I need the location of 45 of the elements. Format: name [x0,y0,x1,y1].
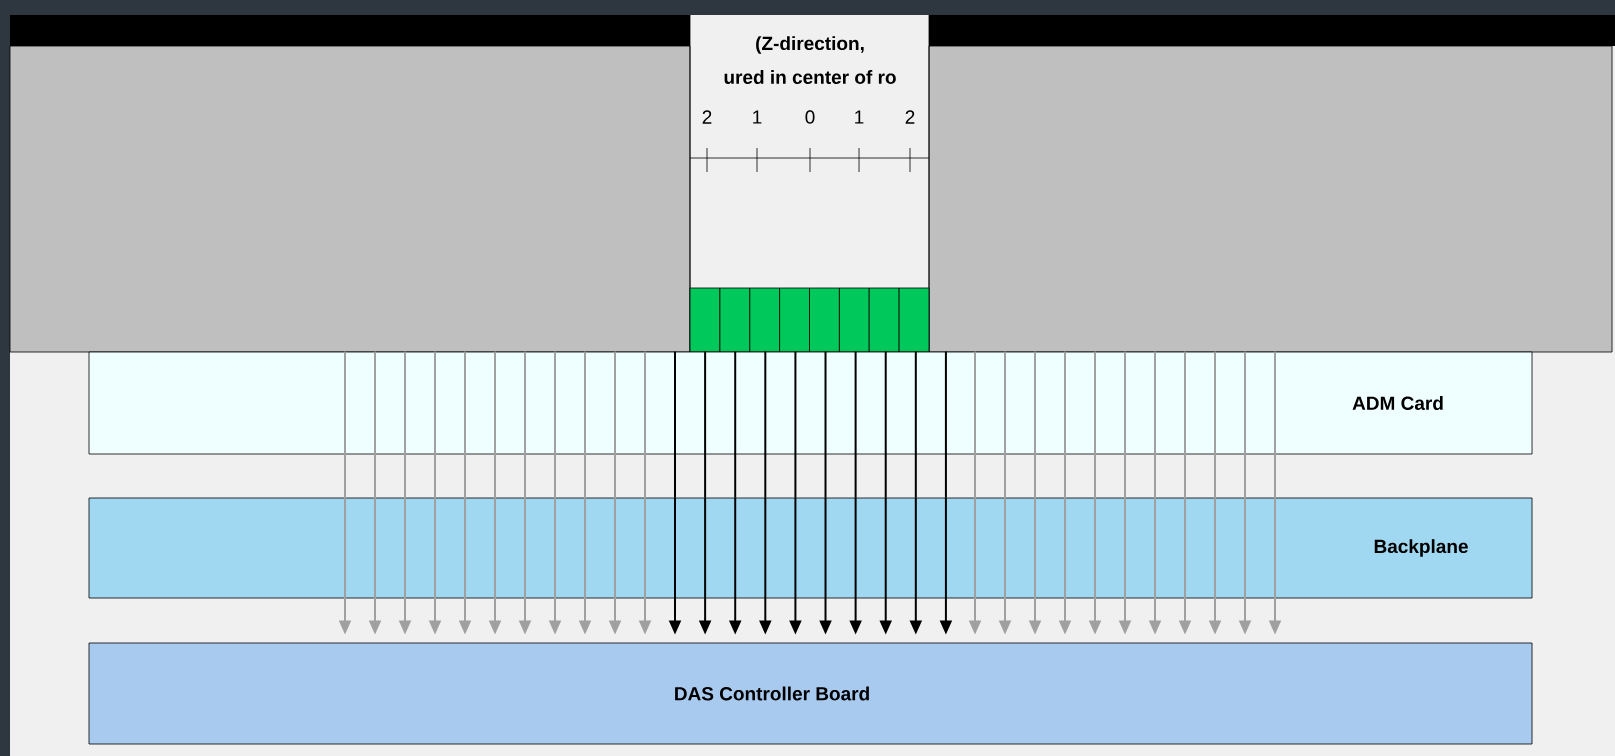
line [494,350,496,499]
line [824,350,827,499]
line [644,350,646,499]
line [344,350,346,499]
scale-number: 1 [753,110,762,124]
band-label: Backplane [1374,539,1468,557]
backplane-band [88,497,1533,599]
heading-text: ured in center of ro [724,70,896,84]
line [734,350,737,499]
line [1124,350,1126,499]
line [1214,350,1216,499]
line [764,350,767,499]
line [1184,350,1186,499]
board-band [88,642,1533,745]
line [404,350,406,499]
line [614,350,616,499]
line [794,350,797,499]
scale-number: 2 [905,110,915,124]
line [1034,350,1036,499]
heading-text: (Z-direction, [756,36,864,54]
line [1244,350,1246,499]
band-label: DAS Controller Board [675,686,869,701]
line [674,350,676,499]
scale-number: 1 [855,110,864,124]
line [434,350,436,499]
line [374,350,376,499]
line [884,350,887,499]
line [554,350,556,499]
line [914,350,917,499]
card-band [88,351,1533,455]
scale-number: 0 [805,110,815,124]
line [854,350,857,499]
line [524,350,526,499]
line [1094,350,1096,499]
line [1064,350,1066,499]
line [464,350,466,499]
line [1274,350,1276,499]
scale-number: 2 [702,110,712,124]
line [1004,350,1006,499]
band-label: ADM Card [1352,396,1443,410]
line [704,350,707,499]
line [1154,350,1156,499]
line [584,350,586,499]
line [944,350,947,499]
line [974,350,976,499]
